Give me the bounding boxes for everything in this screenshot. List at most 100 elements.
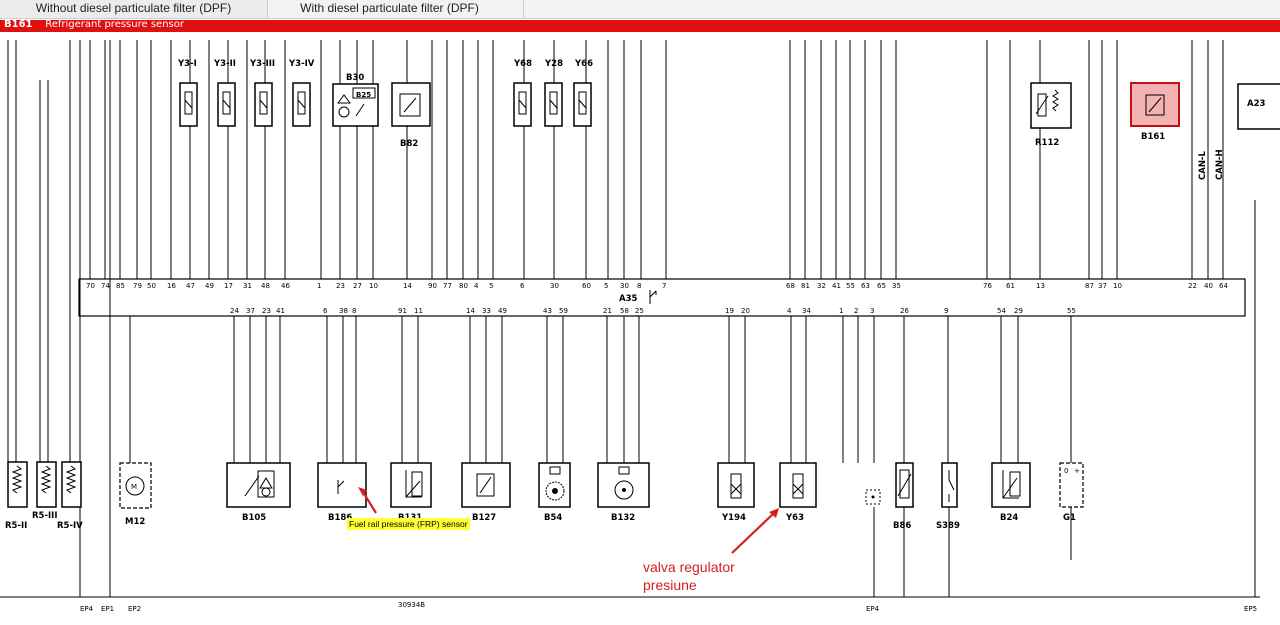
label-a23: A23: [1247, 99, 1265, 109]
component-b131[interactable]: [390, 462, 432, 508]
module-pin-top: 5: [489, 282, 493, 290]
label-b132: B132: [611, 513, 635, 523]
module-pin-top: 61: [1006, 282, 1015, 290]
component-r112[interactable]: [1030, 82, 1072, 129]
label-y3-i: Y3-I: [177, 59, 197, 69]
module-pin-top: 37: [1098, 282, 1107, 290]
ground-ep5: EP5: [1244, 605, 1257, 613]
component-y3-iv[interactable]: [292, 82, 311, 127]
component-b132[interactable]: [597, 462, 650, 508]
ground-ep1: EP1: [101, 605, 114, 613]
module-pin-top: 10: [1113, 282, 1122, 290]
label-y194: Y194: [721, 513, 746, 523]
module-pin-top: 87: [1085, 282, 1094, 290]
component-y3-i[interactable]: [179, 82, 198, 127]
label-can-l: CAN-L: [1198, 151, 1208, 180]
module-pin-bottom: 59: [559, 307, 568, 315]
module-pin-top: 68: [786, 282, 795, 290]
label-b82: B82: [400, 139, 418, 149]
module-pin-top: 60: [582, 282, 591, 290]
component-b105[interactable]: [226, 462, 291, 508]
label-y68: Y68: [513, 59, 532, 69]
module-pin-bottom: 8: [352, 307, 356, 315]
module-pin-top: 14: [403, 282, 412, 290]
tab-without-dpf[interactable]: Without diesel particulate filter (DPF): [0, 0, 268, 18]
svg-text:0: 0: [1064, 467, 1068, 475]
module-pin-bottom: 21: [603, 307, 612, 315]
lower-wires: [233, 200, 1256, 597]
tab-with-dpf[interactable]: With diesel particulate filter (DPF): [256, 0, 524, 18]
module-a35-label: A35: [619, 294, 637, 304]
component-g1[interactable]: 0+: [1059, 462, 1084, 508]
module-a35-box[interactable]: [78, 278, 1246, 317]
component-s389[interactable]: [941, 462, 958, 508]
component-y194[interactable]: [717, 462, 755, 508]
module-pin-bottom: 91: [398, 307, 407, 315]
label-m12: M12: [125, 517, 145, 527]
component-y68[interactable]: [513, 82, 532, 127]
module-pin-top: 70: [86, 282, 95, 290]
component-y28[interactable]: [544, 82, 563, 127]
module-pin-top: 1: [317, 282, 321, 290]
valve-arrowhead: [769, 508, 779, 518]
label-s389: S389: [936, 521, 960, 531]
label-y63: Y63: [785, 513, 804, 523]
module-a35-symbol: [649, 290, 657, 304]
svg-text:M: M: [131, 483, 137, 491]
ground-ep4-left: EP4: [80, 605, 94, 613]
component-b127[interactable]: [461, 462, 511, 508]
component-y3-iii[interactable]: [254, 82, 273, 127]
module-pin-bottom: 6: [323, 307, 328, 315]
label-can-h: CAN-H: [1215, 149, 1225, 180]
component-y63[interactable]: [779, 462, 817, 508]
component-r5-ii[interactable]: [7, 461, 28, 508]
module-pin-top: 77: [443, 282, 452, 290]
tab-bar: Without diesel particulate filter (DPF) …: [0, 0, 1280, 19]
module-pin-top: 48: [261, 282, 270, 290]
module-pin-top: 7: [662, 282, 666, 290]
component-a23[interactable]: [1237, 83, 1280, 130]
module-pin-top: 13: [1036, 282, 1045, 290]
component-r5-iii[interactable]: [36, 461, 57, 508]
svg-text:+: +: [1074, 467, 1080, 475]
component-b24[interactable]: [991, 462, 1031, 508]
module-pin-top: 17: [224, 282, 233, 290]
label-b161: B161: [1141, 132, 1165, 142]
component-b82[interactable]: [391, 82, 431, 127]
module-pin-top: 76: [983, 282, 992, 290]
module-pin-bottom: 20: [741, 307, 750, 315]
module-pin-bottom: 58: [620, 307, 629, 315]
module-pin-top: 50: [147, 282, 156, 290]
component-b30[interactable]: [332, 83, 379, 127]
module-pin-bottom: 38: [339, 307, 348, 315]
module-pin-bottom: 55: [1067, 307, 1076, 315]
component-m12[interactable]: M: [119, 462, 152, 509]
module-pin-bottom: 1: [839, 307, 843, 315]
selected-component-label: B161 Refrigerant pressure sensor: [4, 19, 184, 30]
label-b86: B86: [893, 521, 911, 531]
frp-arrow: [362, 491, 377, 514]
module-pin-bottom: 43: [543, 307, 552, 315]
module-pin-bottom: 11: [414, 307, 423, 315]
upper-wires: [7, 40, 1224, 597]
component-b86[interactable]: [895, 462, 914, 508]
selected-component-bar[interactable]: B161 Refrigerant pressure sensor: [0, 19, 1280, 32]
module-pin-bottom: 54: [997, 307, 1006, 315]
component-b161-highlighted[interactable]: [1130, 82, 1180, 127]
component-r5-iv[interactable]: [61, 461, 82, 508]
label-b54: B54: [544, 513, 562, 523]
label-r112: R112: [1035, 138, 1059, 148]
component-y3-ii[interactable]: [217, 82, 236, 127]
module-pin-top: 90: [428, 282, 437, 290]
component-b186[interactable]: [317, 462, 367, 508]
module-pin-bottom: 34: [802, 307, 811, 315]
module-pin-top: 31: [243, 282, 252, 290]
module-pin-top: 27: [353, 282, 362, 290]
module-pin-top: 5: [604, 282, 608, 290]
frp-sensor-note: Fuel rail pressure (FRP) sensor: [347, 518, 470, 530]
module-pin-top: 16: [167, 282, 176, 290]
component-b54[interactable]: [538, 462, 571, 508]
component-y66[interactable]: [573, 82, 592, 127]
